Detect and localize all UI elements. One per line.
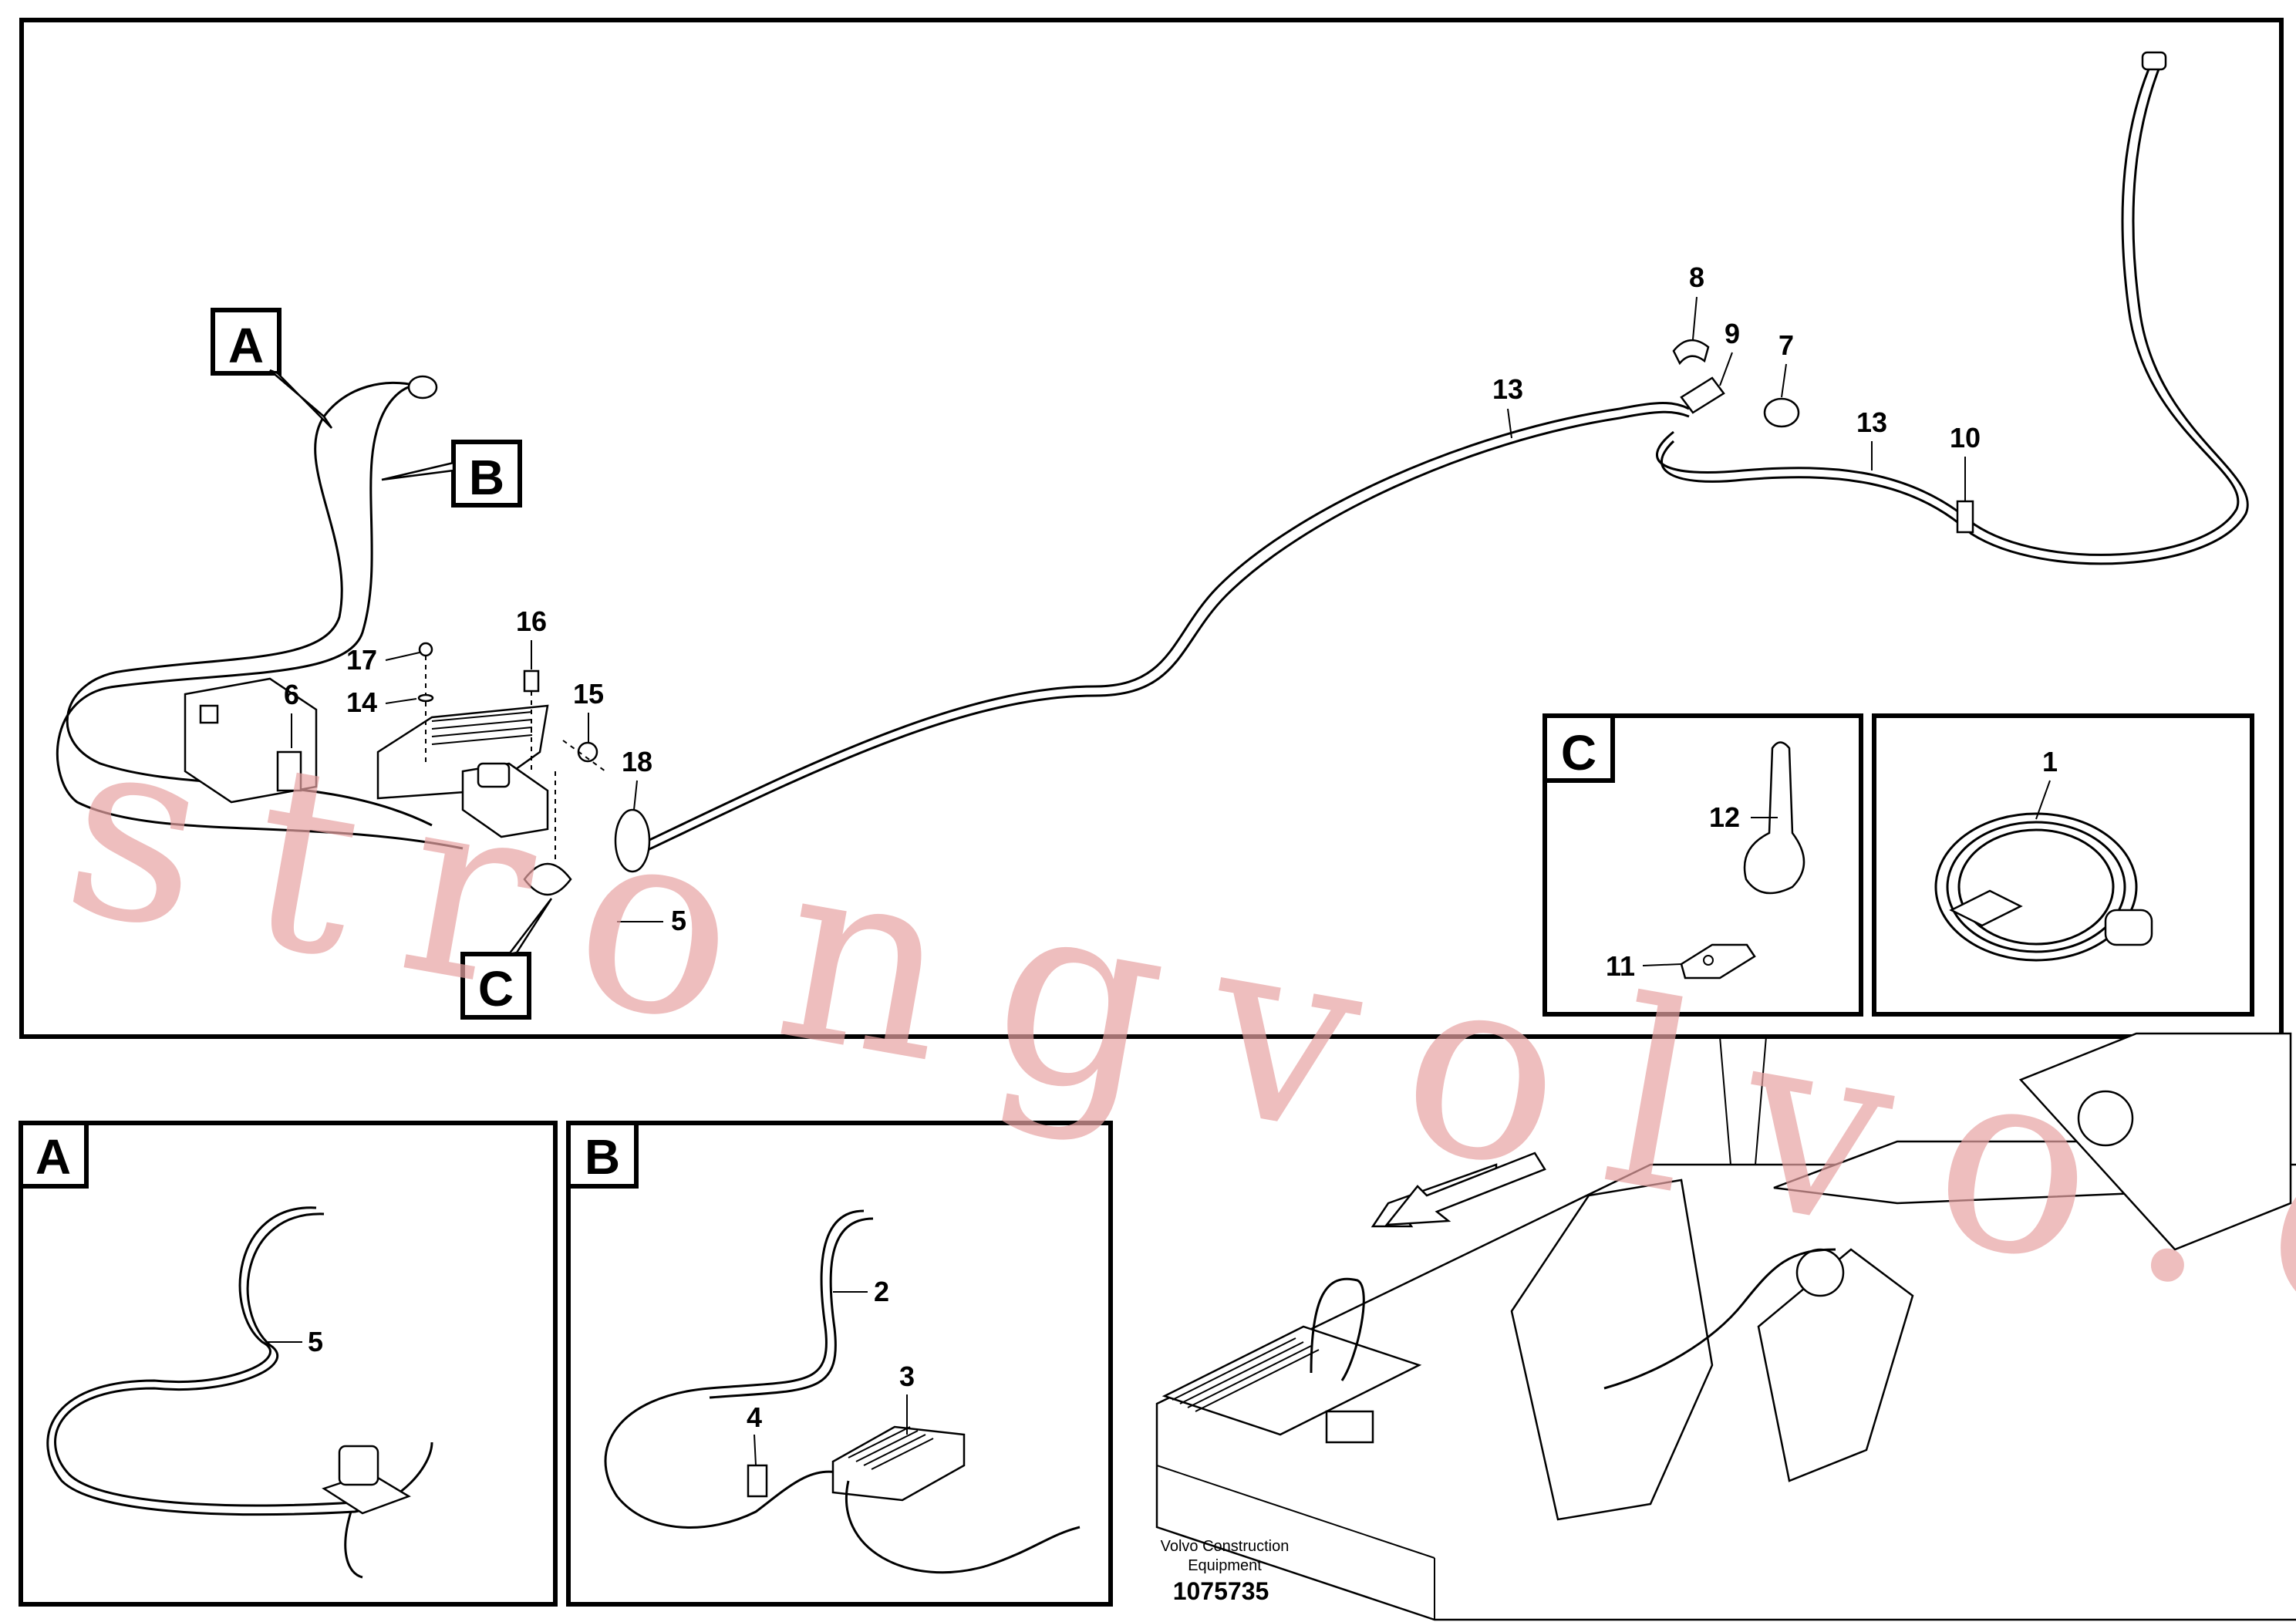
socket-5-plug (477, 762, 511, 788)
label-13-right: 13 (1856, 406, 1887, 438)
panel-B-connector-4 (747, 1464, 768, 1498)
callout-C-box (460, 952, 531, 1020)
panel-B-frame (566, 1121, 1113, 1607)
inset-C-frame (1542, 713, 1863, 1017)
company-line-2: Equipment (1188, 1557, 1262, 1574)
label-15: 15 (573, 678, 604, 710)
cable-end-cap (2141, 51, 2167, 71)
grommet-18 (614, 808, 651, 873)
label-8: 8 (1689, 261, 1704, 293)
bracket-6-top (199, 704, 219, 724)
panel-A-label: A (35, 1129, 71, 1185)
screw-17 (418, 642, 433, 657)
cable-connector-top (407, 375, 438, 400)
label-12: 12 (1709, 801, 1740, 833)
main-frame (19, 18, 2284, 1039)
panel-A-cable-5 (46, 1206, 433, 1516)
cable-B (56, 383, 464, 850)
callout-B-box (451, 440, 522, 508)
callout-C-arrow (506, 898, 553, 956)
panel-A-frame (19, 1121, 558, 1607)
callout-A-box (211, 308, 282, 376)
connector-6 (276, 750, 302, 792)
callout-B: B (469, 450, 504, 505)
panel-A-tab (19, 1121, 89, 1189)
clamp-8 (1672, 339, 1710, 366)
clamp-9 (1680, 376, 1725, 414)
label-9: 9 (1725, 318, 1740, 349)
drawing-number: 1075735 (1173, 1577, 1269, 1605)
label-5-panelA: 5 (308, 1326, 323, 1357)
panel-A-plug (338, 1445, 379, 1486)
clamp-10 (1956, 500, 1974, 534)
callout-B-arrow (381, 461, 455, 481)
inset-1-frame (1872, 713, 2254, 1017)
company-line-1: Volvo Construction (1161, 1538, 1290, 1555)
callout-C: C (478, 961, 514, 1017)
label-7: 7 (1778, 329, 1794, 361)
cable-harness-13 (647, 402, 1690, 842)
panel-B-charger-3 (831, 1425, 966, 1502)
bolt-16 (523, 669, 540, 693)
coiled-cable-1-clamp (1949, 889, 2023, 927)
front-direction-arrow (1384, 1152, 1546, 1226)
label-16: 16 (516, 605, 547, 637)
label-6: 6 (284, 679, 299, 710)
cable-harness-13-outer (647, 410, 1690, 851)
control-unit-fins (431, 711, 533, 745)
callout-A-arrow (269, 369, 333, 429)
label-18: 18 (622, 746, 652, 777)
cable-tie-12-main (523, 862, 572, 896)
inset-C-tab (1542, 713, 1615, 783)
label-2: 2 (874, 1276, 889, 1307)
label-14: 14 (346, 686, 377, 718)
coiled-cable-1 (1934, 812, 2138, 962)
cable-harness-13-branch (1656, 61, 2240, 556)
label-10: 10 (1950, 422, 1981, 454)
label-17: 17 (346, 644, 377, 676)
cable-A (66, 381, 433, 827)
label-4: 4 (747, 1401, 762, 1433)
panel-B-label: B (585, 1129, 620, 1185)
grommet-7 (1763, 397, 1800, 428)
label-5-main: 5 (671, 905, 686, 936)
callout-A: A (228, 318, 264, 373)
label-11: 11 (1606, 950, 1635, 982)
clip-11 (1680, 943, 1756, 980)
label-13-left: 13 (1492, 373, 1523, 405)
panel-B-cable-2 (604, 1209, 865, 1529)
coiled-cable-1-plug (2104, 909, 2153, 946)
label-1: 1 (2042, 746, 2058, 777)
cable-harness-13-branch-outer (1660, 62, 2249, 565)
panel-B-tab (566, 1121, 639, 1189)
washer-14 (417, 693, 434, 703)
label-3: 3 (899, 1361, 915, 1392)
inset-C-label: C (1561, 725, 1596, 781)
